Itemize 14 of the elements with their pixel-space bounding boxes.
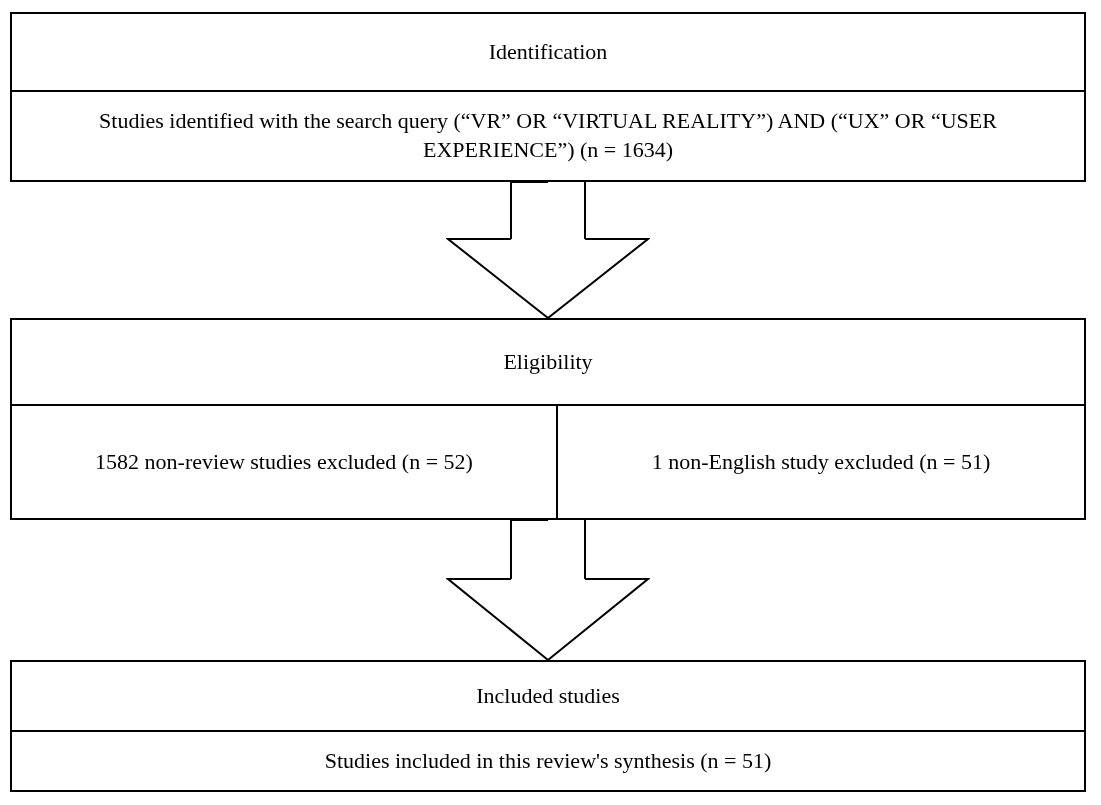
box-text: Studies included in this review's synthesis (n = 51) (324, 746, 772, 775)
box-text: Included studies (476, 681, 620, 710)
box-text: Studies identified with the search query (“VR” OR “VIRTUAL REALITY”) AND (“UX” OR “USER EXPERIENCE”) (n = 1634) (98, 107, 998, 164)
box-text: 1 non-English study excluded (n = 51) (651, 447, 991, 476)
section-header-box (10, 12, 1086, 92)
section-header-box (10, 318, 1086, 406)
box-text: 1582 non-review studies excluded (n = 52) (95, 447, 473, 476)
process-box (10, 404, 558, 520)
process-box (10, 90, 1086, 182)
process-box (556, 404, 1086, 520)
section-header-box (10, 660, 1086, 732)
box-text: Eligibility (503, 347, 593, 376)
process-box (10, 730, 1086, 792)
box-text: Identification (488, 37, 608, 66)
